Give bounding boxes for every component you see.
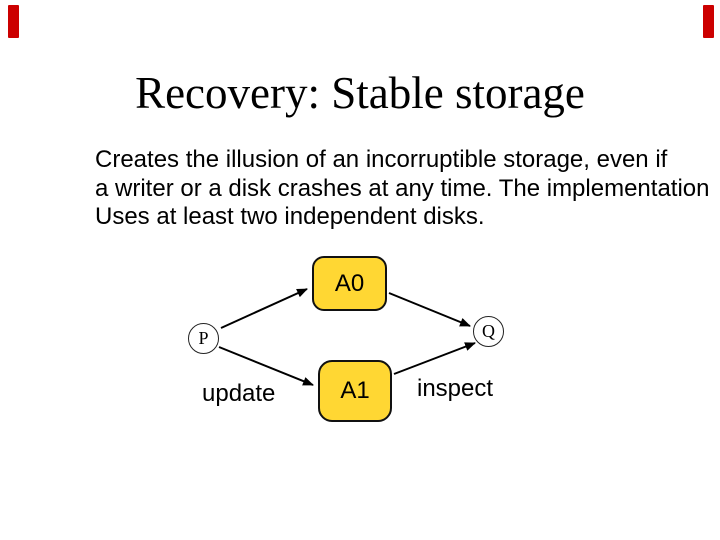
edge-label-update: update [202,380,276,407]
slide-accent-bar-left [8,5,19,38]
body-line-3: Uses at least two independent disks. [95,203,485,230]
slide-title: Recovery: Stable storage [135,68,585,118]
node-a1-label: A1 [340,377,370,404]
diagram-node-q: Q [473,316,504,347]
body-line-1: Creates the illusion of an incorruptible… [95,146,668,173]
arrow-a1-to-q [393,342,476,375]
body-line-2: a writer or a disk crashes at any time. … [95,174,710,202]
arrow-p-to-a0 [220,288,308,329]
slide-body: Creates the illusion of an incorruptible… [95,146,709,232]
diagram-node-a1: A1 [318,360,392,422]
node-a0-label: A0 [334,269,365,297]
node-q-label: Q [482,321,495,341]
node-p-label: P [198,328,209,348]
diagram-node-p: P [188,323,219,354]
edge-label-inspect: inspect [417,375,494,402]
arrow-a0-to-q [388,292,471,327]
slide-accent-bar-right [703,5,714,38]
diagram-node-a0: A0 [312,256,387,311]
